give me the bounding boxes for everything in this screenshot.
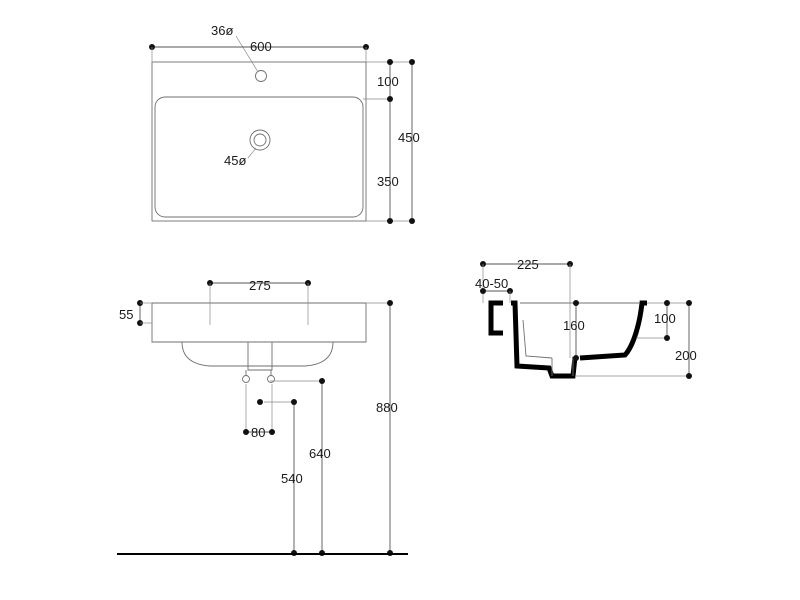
dim-640-label: 640 — [309, 446, 331, 461]
basin-outline-front — [151, 302, 367, 343]
waste-trap — [247, 342, 273, 371]
basin-back-section — [511, 300, 578, 379]
dim-540-label: 540 — [281, 471, 303, 486]
dim-200-label: 200 — [675, 348, 697, 363]
dim-450-label: 450 — [398, 130, 420, 145]
top-view: 36ø 600 45ø 100 350 450 — [149, 23, 420, 224]
basin-front-section — [579, 300, 647, 361]
dim-80-label: 80 — [251, 425, 265, 440]
dim-55-label: 55 — [119, 307, 133, 322]
waste-outer — [249, 129, 271, 151]
bowl-underside-front — [181, 341, 334, 367]
wall-bracket — [488, 300, 503, 336]
waste-label: 45ø — [224, 153, 246, 168]
dim-160-label: 160 — [563, 318, 585, 333]
waste-inner — [253, 133, 267, 147]
tap-hole — [255, 70, 267, 82]
front-view: 275 55 80 640 540 880 — [117, 278, 408, 556]
width-label: 600 — [250, 39, 272, 54]
dim-350-label: 350 — [377, 174, 399, 189]
dim-225-label: 225 — [517, 257, 539, 272]
tap-hole-label: 36ø — [211, 23, 233, 38]
dim-880-label: 880 — [376, 400, 398, 415]
dim-275-label: 275 — [249, 278, 271, 293]
basin-outline-top — [151, 61, 367, 222]
dim-100-label: 100 — [377, 74, 399, 89]
dim-100-side-label: 100 — [654, 311, 676, 326]
bowl-outline-top — [154, 96, 364, 218]
side-section: 225 40-50 160 100 200 — [475, 257, 697, 379]
dim-40-50-label: 40-50 — [475, 276, 508, 291]
